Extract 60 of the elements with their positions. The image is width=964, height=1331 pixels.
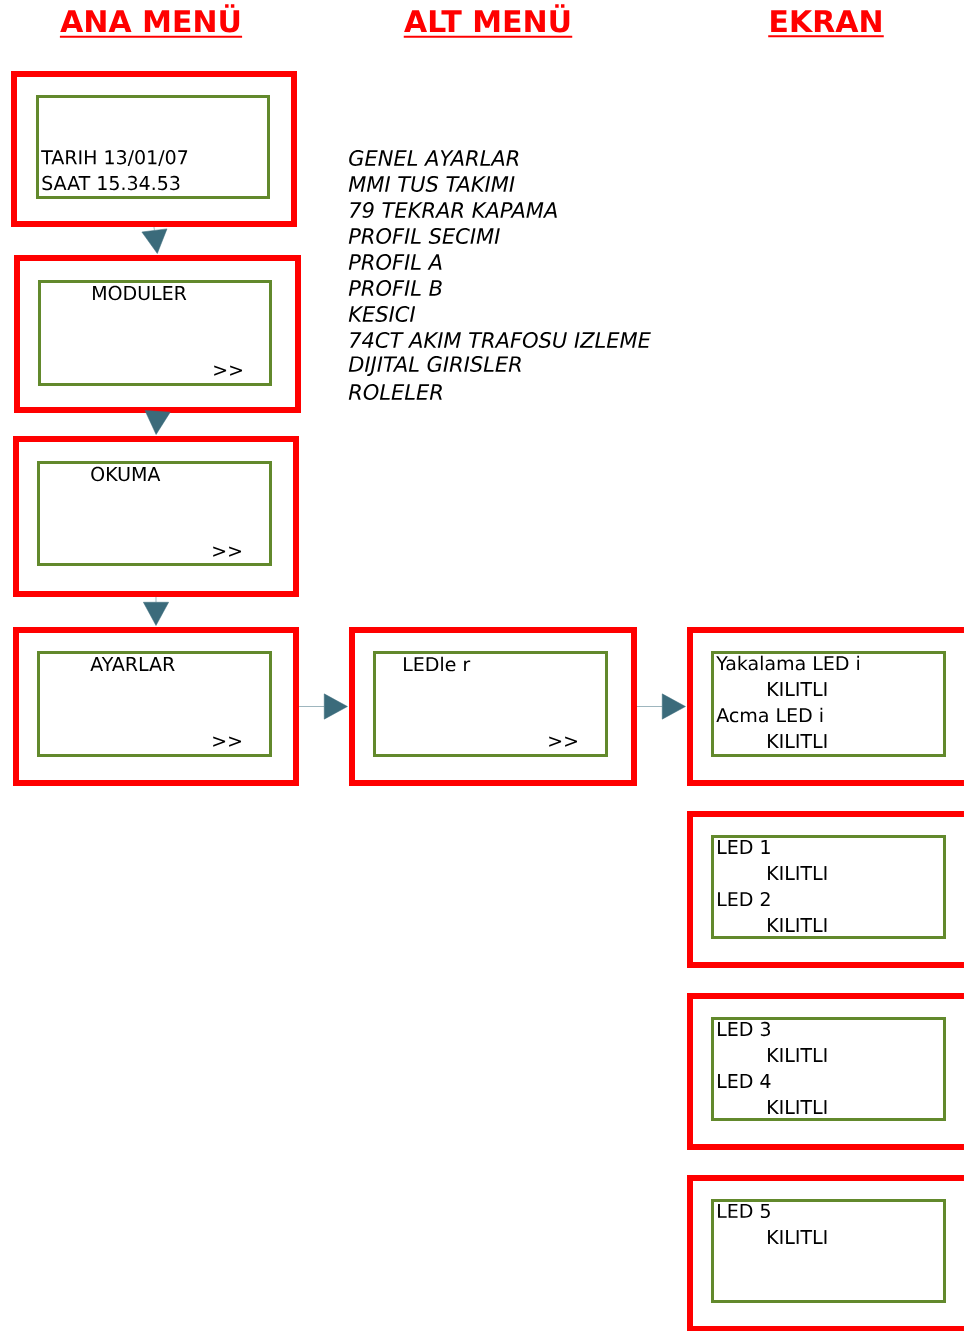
menu-item: PROFIL A bbox=[348, 254, 442, 270]
menu-item: GENEL AYARLAR bbox=[349, 150, 519, 166]
menu-item: ROLELER bbox=[348, 384, 442, 400]
screen-text: LED 2 bbox=[718, 891, 770, 907]
display-screen bbox=[711, 835, 946, 939]
display-screen bbox=[373, 651, 608, 757]
arrow bbox=[298, 693, 348, 720]
column-heading: ALT MENÜ bbox=[404, 4, 570, 33]
screen-text: KILITLI bbox=[768, 918, 827, 932]
screen-text: LED 4 bbox=[718, 1074, 771, 1088]
frame-box bbox=[11, 71, 297, 227]
menu-item: DIJITAL GIRISLER bbox=[348, 356, 521, 376]
arrow bbox=[141, 226, 168, 254]
more-indicator: >> bbox=[213, 736, 241, 747]
menu-item: 74CT AKIM TRAFOSU IZLEME bbox=[350, 332, 651, 348]
menu-item: KESICI bbox=[348, 306, 416, 322]
arrow bbox=[143, 596, 169, 626]
screen-text: MODULER bbox=[93, 285, 187, 301]
arrow bbox=[144, 410, 171, 435]
frame-box bbox=[349, 627, 637, 786]
menu-item: PROFIL SECIMI bbox=[348, 228, 500, 244]
screen-text: LEDle r bbox=[404, 656, 471, 672]
screen-text: Acma LED i bbox=[716, 707, 823, 723]
column-heading: EKRAN bbox=[771, 10, 881, 32]
more-indicator: >> bbox=[214, 365, 242, 376]
frame-box bbox=[13, 627, 299, 786]
frame-box bbox=[687, 1175, 964, 1331]
display-screen bbox=[38, 280, 272, 386]
screen-text: LED 3 bbox=[718, 1021, 770, 1037]
screen-text: LED 5 bbox=[718, 1203, 770, 1219]
menu-item: PROFIL B bbox=[348, 280, 442, 296]
screen-text: KILITLI bbox=[768, 1230, 827, 1244]
frame-box bbox=[13, 436, 299, 597]
screen-text: KILITLI bbox=[768, 682, 827, 696]
more-indicator: >> bbox=[549, 736, 577, 747]
frame-box bbox=[687, 993, 964, 1150]
screen-text: KILITLI bbox=[768, 734, 827, 748]
display-screen bbox=[711, 1199, 946, 1303]
screen-text: KILITLI bbox=[768, 1100, 827, 1114]
screen-text: OKUMA bbox=[91, 466, 161, 482]
screen-text: TARIH 13/01/07 bbox=[41, 150, 188, 166]
more-indicator: >> bbox=[213, 546, 241, 557]
frame-box bbox=[687, 811, 964, 968]
screen-text: Yakalama LED i bbox=[716, 655, 859, 671]
screen-text: SAAT 15.34.53 bbox=[42, 175, 180, 191]
menu-item: 79 TEKRAR KAPAMA bbox=[350, 202, 557, 218]
menu-item: MMI TUS TAKIMI bbox=[348, 176, 515, 192]
frame-box bbox=[687, 627, 964, 786]
arrow bbox=[636, 693, 686, 720]
display-screen bbox=[711, 651, 946, 757]
frame-box bbox=[14, 255, 301, 413]
screen-text: LED 1 bbox=[718, 840, 770, 854]
screen-text: KILITLI bbox=[768, 866, 827, 880]
screen-text: AYARLAR bbox=[90, 657, 175, 671]
display-screen bbox=[37, 461, 272, 566]
display-screen bbox=[711, 1017, 946, 1121]
display-screen bbox=[37, 651, 272, 757]
screen-text: KILITLI bbox=[768, 1048, 827, 1062]
display-screen bbox=[36, 95, 270, 199]
column-heading: ANA MENÜ bbox=[60, 4, 240, 33]
